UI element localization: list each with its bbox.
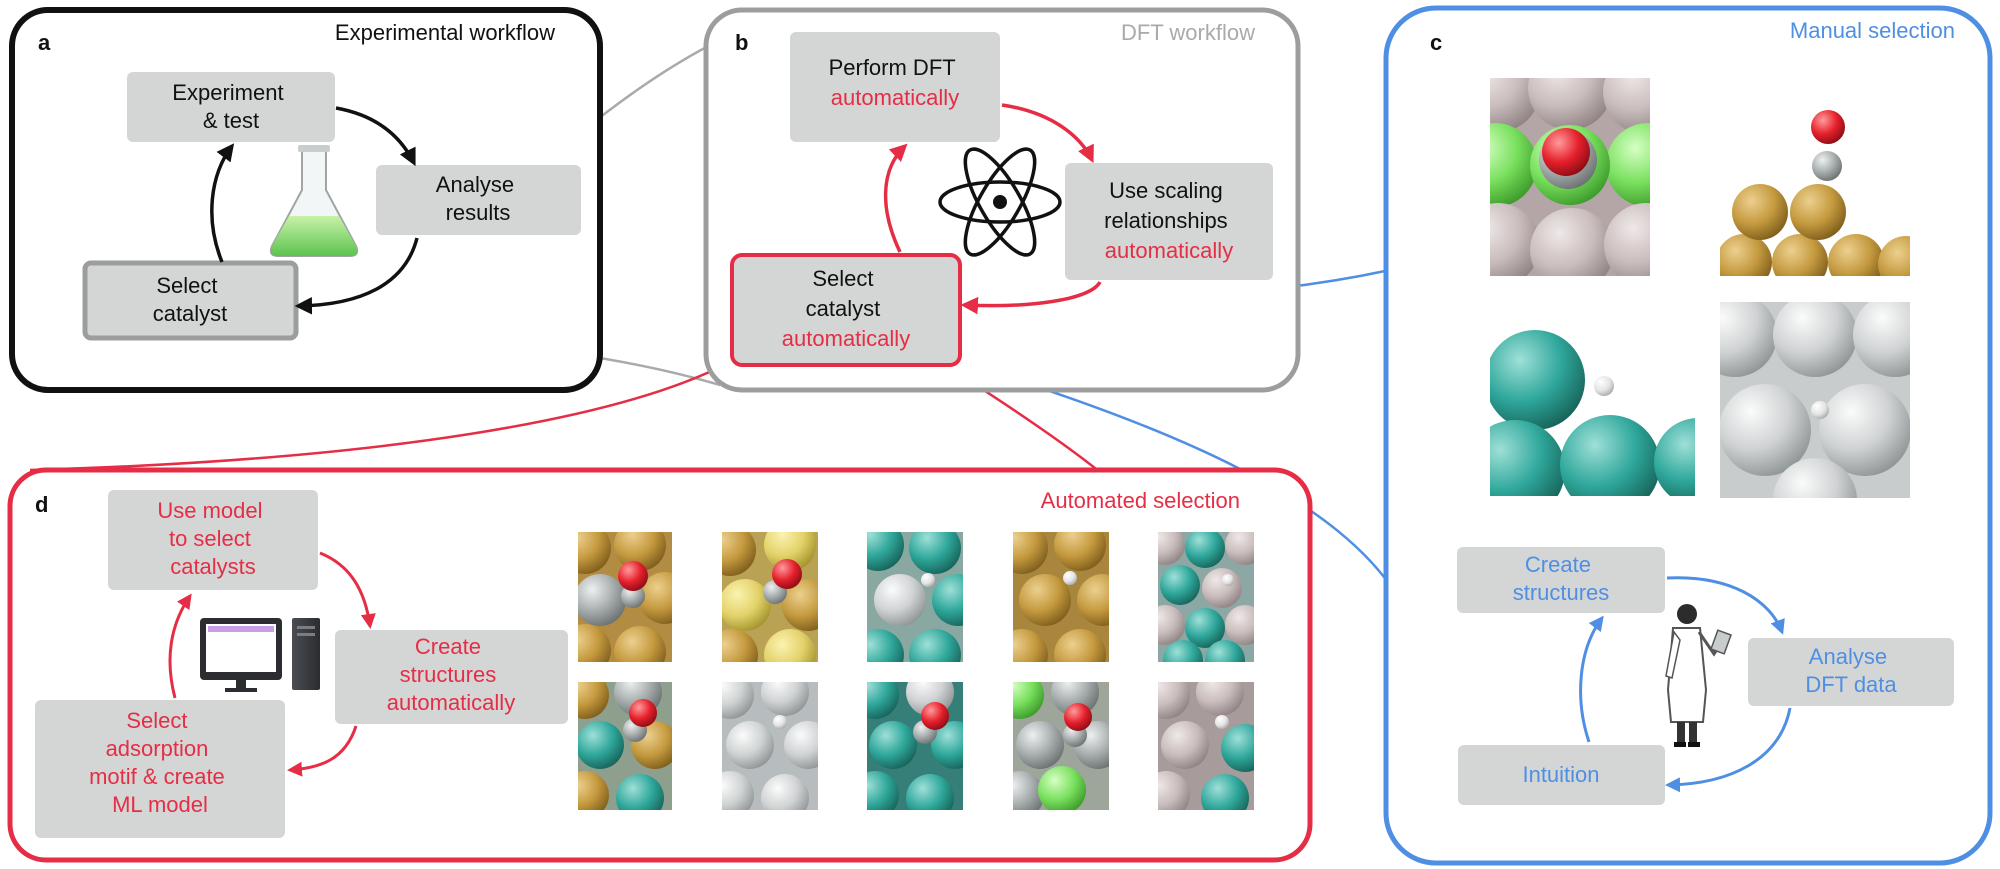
scientist-icon — [1665, 604, 1732, 747]
panel-d-cycle-arrows — [168, 551, 376, 777]
surface-tile-d9 — [1013, 682, 1109, 810]
panel-a-cycle-arrows — [210, 106, 419, 315]
node-select-adsorption-text: Select adsorption motif & create ML mode… — [89, 708, 231, 817]
node-scaling-relationships-text: Use scaling relationships automatically — [1104, 178, 1234, 263]
computer-icon — [200, 618, 320, 692]
node-use-model-text: Use model to select catalysts — [157, 498, 268, 579]
surface-tile-d4 — [1013, 532, 1109, 662]
panel-b-letter: b — [735, 30, 748, 55]
panel-a-letter: a — [38, 30, 51, 55]
node-create-structures-d-text: Create structures automatically — [387, 634, 515, 715]
panel-c: c Manual selection — [1383, 5, 1993, 866]
panel-a-title: Experimental workflow — [335, 20, 555, 45]
surface-tile-d7 — [722, 682, 818, 810]
surface-tile-d5 — [1158, 532, 1254, 662]
node-create-structures-c-text: Create structures — [1513, 552, 1610, 605]
panel-a: a Experimental workflow Experiment & tes… — [9, 7, 603, 393]
node-select-catalyst-b-text: Select catalyst automatically — [782, 266, 910, 351]
node-perform-dft-text: Perform DFT automatically — [829, 55, 962, 110]
node-create-structures-c — [1457, 547, 1665, 613]
surface-tile-d2 — [722, 532, 818, 662]
surface-image-c2 — [1720, 100, 1910, 276]
node-analyse-results-text: Analyse results — [436, 172, 520, 225]
node-intuition-text: Intuition — [1522, 762, 1599, 787]
panel-c-cycle-arrows — [1579, 576, 1792, 793]
panel-d-title: Automated selection — [1041, 488, 1240, 513]
panel-d-frame — [7, 467, 1313, 863]
panel-c-title: Manual selection — [1790, 18, 1955, 43]
panel-b: b DFT workflow Perform DFT automatically… — [703, 7, 1301, 393]
node-perform-dft — [790, 32, 1000, 142]
surface-image-c4 — [1720, 302, 1910, 498]
atom-icon — [938, 147, 1062, 257]
surface-tile-d10 — [1158, 682, 1254, 810]
node-experiment-test-text: Experiment & test — [172, 80, 289, 133]
node-analyse-dft-data-text: Analyse DFT data — [1805, 644, 1897, 697]
node-select-adsorption — [35, 700, 285, 838]
surface-image-c1 — [1490, 78, 1650, 276]
panel-b-cycle-arrows — [883, 103, 1102, 315]
surface-tile-d1 — [578, 532, 672, 662]
surface-image-c3 — [1490, 320, 1695, 496]
surface-grid-d — [578, 532, 1254, 810]
node-analyse-results — [376, 165, 581, 235]
connector-b-d-left — [29, 360, 731, 472]
node-analyse-dft-data — [1748, 638, 1954, 706]
node-scaling-relationships — [1065, 163, 1273, 280]
flask-icon — [269, 145, 359, 257]
panel-c-letter: c — [1430, 30, 1442, 55]
surface-tile-d8 — [867, 682, 963, 810]
node-use-model — [108, 490, 318, 590]
node-experiment-test — [127, 72, 335, 142]
node-create-structures-d — [335, 630, 568, 724]
panel-d-letter: d — [35, 492, 48, 517]
node-intuition — [1458, 745, 1665, 805]
panel-b-title: DFT workflow — [1121, 20, 1255, 45]
node-select-catalyst-b — [730, 253, 962, 367]
surface-tile-d6 — [578, 682, 672, 810]
node-select-catalyst-a-text: Select catalyst — [153, 273, 228, 326]
panel-d: d Automated selection Use model to selec… — [7, 467, 1313, 863]
surface-tile-d3 — [867, 532, 963, 662]
